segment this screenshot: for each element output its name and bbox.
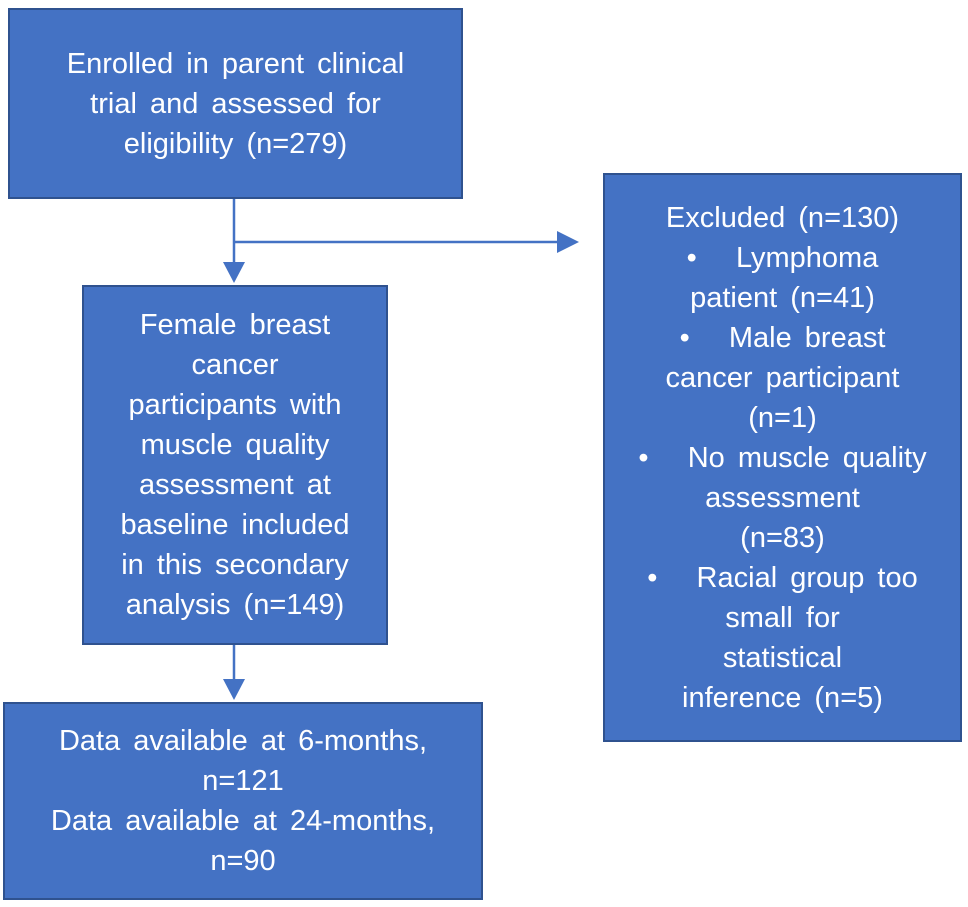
box-included: Female breast cancer participants with m…	[82, 285, 388, 645]
box-excluded: Excluded (n=130) • Lymphoma patient (n=4…	[603, 173, 962, 742]
box-enrolled-text: Enrolled in parent clinical trial and as…	[66, 47, 405, 160]
arrow-included-to-followup	[223, 645, 245, 700]
box-enrolled: Enrolled in parent clinical trial and as…	[8, 8, 463, 199]
box-included-text: Female breast cancer participants with m…	[120, 309, 350, 621]
arrow-enrolled-to-included	[223, 199, 245, 283]
box-excluded-text: Excluded (n=130) • Lymphoma patient (n=4…	[638, 201, 927, 714]
box-followup: Data available at 6-months, n=121 Data a…	[3, 702, 483, 900]
arrow-enrolled-to-excluded	[234, 231, 579, 253]
box-followup-text: Data available at 6-months, n=121 Data a…	[50, 725, 436, 877]
